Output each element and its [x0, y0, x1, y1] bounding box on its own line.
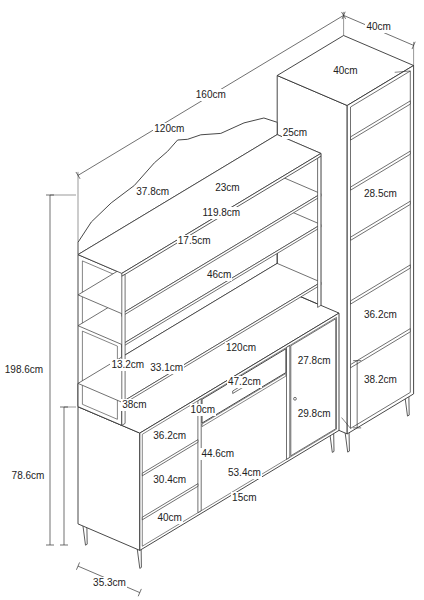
dimension-tick — [353, 427, 361, 428]
dimension-label: 38cm — [121, 399, 147, 411]
dimension-label: 29.8cm — [297, 408, 332, 420]
dimension-label: 120cm — [225, 342, 257, 354]
dimension-label: 36.2cm — [152, 430, 187, 442]
dimension-line — [344, 15, 414, 45]
dimension-line — [64, 407, 65, 545]
panel-outline — [351, 151, 411, 190]
dimension-tick — [46, 545, 54, 546]
panel-outline — [142, 440, 198, 476]
dimension-tick — [76, 562, 79, 569]
dimension-label: 37.8cm — [135, 186, 170, 198]
dimension-label: 17.5cm — [177, 235, 212, 247]
dimension-label: 160cm — [195, 89, 227, 101]
dimension-label: 28.5cm — [363, 188, 398, 200]
extension-line — [343, 12, 344, 36]
panel-outline — [351, 71, 411, 428]
dimension-label: 78.6cm — [11, 470, 46, 482]
panel-outline — [122, 153, 321, 276]
panel-outline — [318, 156, 321, 307]
panel-outline — [351, 265, 411, 304]
extension-line — [413, 42, 414, 66]
panel-outline — [291, 319, 336, 456]
dimension-label: 30.4cm — [152, 474, 187, 486]
edge-line — [342, 418, 351, 429]
furniture-lines — [46, 12, 415, 597]
dimension-label: 46cm — [206, 269, 232, 281]
dimension-label: 27.8cm — [297, 355, 332, 367]
dimension-label: 33.1cm — [149, 362, 184, 374]
dimension-line — [50, 195, 51, 545]
panel-outline — [287, 345, 290, 459]
panel-outline — [351, 329, 411, 368]
dimension-label: 44.6cm — [200, 448, 235, 460]
extension-line — [78, 172, 79, 242]
dimension-label: 40cm — [365, 21, 391, 33]
dimension-label: 10cm — [190, 404, 216, 416]
door-knob — [294, 397, 297, 400]
dimension-tick — [60, 545, 68, 546]
extension-line — [64, 407, 76, 408]
dimension-label: 25cm — [282, 127, 308, 139]
extension-line — [50, 195, 76, 196]
dimension-tick — [138, 589, 141, 596]
dimension-line — [357, 361, 358, 428]
dimension-label: 119.8cm — [202, 207, 242, 219]
panel-outline — [351, 201, 411, 240]
dimension-label: 40cm — [332, 65, 358, 77]
dimension-label: 120cm — [153, 123, 185, 135]
dimension-label: 23cm — [214, 182, 240, 194]
dimension-label: 47.2cm — [227, 376, 262, 388]
panel-outline — [347, 66, 413, 434]
panel-outline — [78, 135, 321, 274]
dimension-label: 38.2cm — [363, 374, 398, 386]
dimension-label: 53.4cm — [227, 467, 262, 479]
dimension-line — [78, 566, 140, 592]
dimension-tick — [353, 360, 361, 361]
dimension-label: 198.6cm — [4, 364, 44, 376]
dimension-label: 35.3cm — [92, 577, 127, 589]
panel-outline — [202, 374, 286, 427]
panel-outline — [351, 101, 411, 140]
dimension-label: 36.2cm — [363, 309, 398, 321]
dimension-line — [78, 15, 344, 175]
edge-line — [395, 71, 411, 72]
dimension-label: 15cm — [231, 492, 257, 504]
dimension-label: 40cm — [156, 512, 182, 524]
dimension-label: 13.2cm — [110, 359, 145, 371]
